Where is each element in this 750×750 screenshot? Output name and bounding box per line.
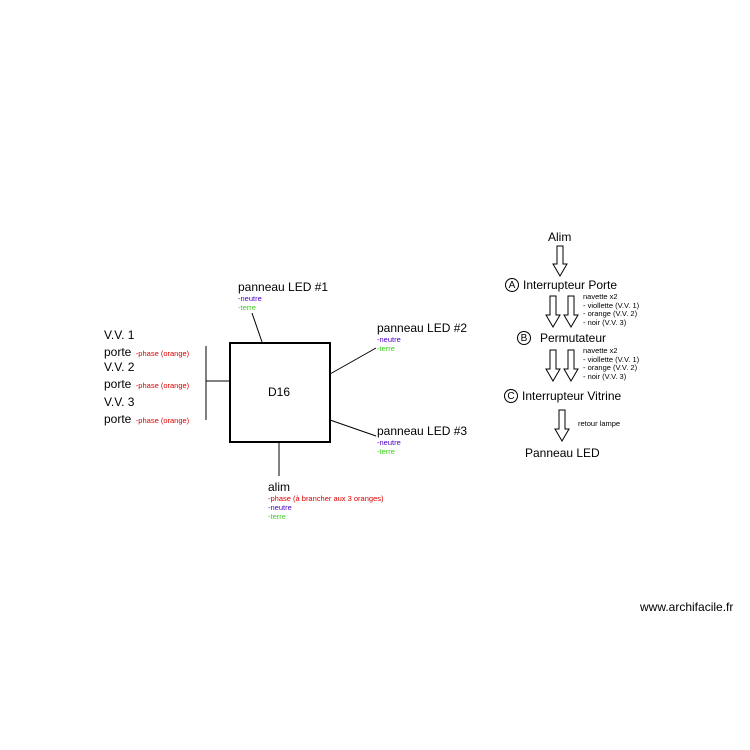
alim-neutre: -neutre bbox=[268, 503, 292, 512]
alim-terre: -terre bbox=[268, 512, 286, 521]
led3-group: panneau LED #3 -neutre -terre bbox=[377, 424, 468, 457]
led3-terre: -terre bbox=[377, 447, 395, 456]
circle-c-icon: C bbox=[504, 389, 518, 403]
flow-alim: Alim bbox=[548, 230, 572, 244]
led1-neutre: -neutre bbox=[238, 294, 262, 303]
vv3-title: V.V. 3 bbox=[104, 395, 135, 409]
alim-title: alim bbox=[268, 480, 291, 494]
arrow-alim-icon bbox=[552, 245, 568, 277]
arrow-b1-icon bbox=[545, 349, 561, 382]
flow-note3: retour lampe bbox=[578, 419, 621, 428]
vv2-title: V.V. 2 bbox=[104, 360, 135, 374]
note2-line: - viollette (V.V. 1) bbox=[583, 354, 640, 364]
led1-terre: -terre bbox=[238, 303, 256, 312]
alim-phase: -phase (à brancher aux 3 oranges) bbox=[268, 494, 384, 503]
circle-a-icon: A bbox=[505, 278, 519, 292]
note2-line: - orange (V.V. 2) bbox=[583, 363, 638, 372]
vv3-phase: -phase (orange) bbox=[135, 416, 190, 425]
flow-c-label: Interrupteur Vitrine bbox=[522, 389, 622, 403]
led2-wire bbox=[329, 347, 377, 375]
watermark[interactable]: www.archifacile.fr bbox=[640, 600, 734, 614]
flow-b-label: Permutateur bbox=[540, 331, 607, 345]
d16-label: D16 bbox=[268, 385, 291, 399]
arrow-a2-icon bbox=[563, 295, 579, 328]
vv1-porte: porte bbox=[104, 345, 132, 359]
note1-line: - viollette (V.V. 1) bbox=[583, 300, 640, 310]
d16-box bbox=[229, 342, 331, 443]
flow-note2: navette x2 - viollette (V.V. 1) - orange… bbox=[583, 346, 640, 381]
vv2-porte: porte bbox=[104, 377, 132, 391]
flow-end-label: Panneau LED bbox=[525, 446, 600, 460]
flow-a-label: Interrupteur Porte bbox=[523, 278, 618, 292]
note2-line: - noir (V.V. 3) bbox=[583, 371, 627, 381]
led1-wire bbox=[251, 312, 263, 343]
led3-wire bbox=[329, 419, 377, 437]
vv3-porte: porte bbox=[104, 412, 132, 426]
led2-group: panneau LED #2 -neutre -terre bbox=[377, 321, 468, 354]
alim-group: alim -phase (à brancher aux 3 oranges) -… bbox=[268, 480, 384, 522]
arrow-c-icon bbox=[554, 409, 570, 442]
arrow-b2-icon bbox=[563, 349, 579, 382]
note1-line: - noir (V.V. 3) bbox=[583, 317, 627, 327]
vv1-porte-row: porte -phase (orange) bbox=[104, 343, 189, 361]
note1-line: - orange (V.V. 2) bbox=[583, 309, 638, 318]
vv1-phase: -phase (orange) bbox=[135, 349, 190, 358]
led1-title: panneau LED #1 bbox=[238, 280, 329, 294]
note2-line: navette x2 bbox=[583, 346, 618, 355]
circle-b-icon: B bbox=[517, 331, 531, 345]
led2-title: panneau LED #2 bbox=[377, 321, 468, 335]
flow-note1: navette x2 - viollette (V.V. 1) - orange… bbox=[583, 292, 640, 327]
arrow-a1-icon bbox=[545, 295, 561, 328]
led2-terre: -terre bbox=[377, 344, 395, 353]
led2-neutre: -neutre bbox=[377, 335, 401, 344]
vv2-phase: -phase (orange) bbox=[135, 381, 190, 390]
vv2-porte-row: porte -phase (orange) bbox=[104, 375, 189, 393]
led3-neutre: -neutre bbox=[377, 438, 401, 447]
led1-group: panneau LED #1 -neutre -terre bbox=[238, 280, 329, 313]
vv3-porte-row: porte -phase (orange) bbox=[104, 410, 189, 428]
vv1-title: V.V. 1 bbox=[104, 328, 135, 342]
note1-line: navette x2 bbox=[583, 292, 618, 301]
led3-title: panneau LED #3 bbox=[377, 424, 468, 438]
